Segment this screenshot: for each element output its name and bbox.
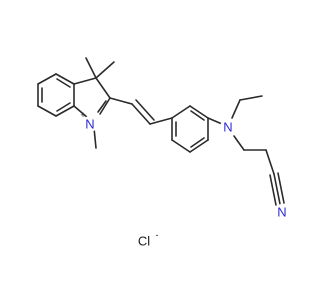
molecule-drawing: N + N N Cl -: [37, 57, 290, 249]
bond: [109, 97, 133, 105]
double-bond-inner: [56, 102, 71, 112]
bond: [55, 105, 75, 117]
amine-nitrogen-bg: [220, 119, 236, 135]
triple-bond: [269, 174, 277, 206]
methyl-bond: [95, 61, 115, 79]
nitrile-nitrogen-label: N: [277, 205, 286, 220]
cyanoethyl-bond: [265, 149, 275, 175]
ring-nitrogen-bg: [82, 116, 98, 132]
ring-nitrogen-label: N: [85, 117, 94, 132]
bond: [73, 105, 89, 119]
bond: [55, 73, 75, 85]
methyl-bond: [85, 57, 97, 79]
bond: [99, 97, 111, 115]
chloride-label: Cl: [138, 234, 150, 249]
structure-canvas: N + N N Cl -: [37, 57, 290, 249]
amine-nitrogen-label: N: [223, 120, 232, 135]
atom-labels: N + N N: [80, 110, 290, 220]
bond: [95, 77, 111, 99]
bond: [189, 105, 209, 119]
bond: [189, 139, 209, 153]
gem-dimethyl: [85, 57, 115, 79]
vinyl-linker: [109, 97, 173, 125]
ring-nitrogen-charge: +: [80, 110, 85, 120]
bond: [149, 117, 173, 125]
pyrrole-ring: [73, 77, 111, 119]
n-methyl-bond: [93, 127, 97, 149]
chloride-ion: Cl -: [138, 230, 159, 249]
amine-substituents: [207, 95, 285, 206]
double-bond-inner: [190, 110, 205, 121]
phenylene-ring: [171, 105, 209, 153]
ethyl-bond: [239, 95, 263, 101]
double-bond-inner: [56, 78, 71, 88]
ethyl-bond: [231, 99, 241, 119]
benzo-ring: [37, 73, 75, 117]
bond: [171, 105, 191, 119]
double-bond-inner: [190, 137, 205, 148]
double-bond-inner: [135, 99, 155, 121]
bond: [73, 77, 97, 85]
nitrile-nitrogen-bg: [274, 204, 290, 220]
triple-bond: [273, 173, 281, 205]
bond: [37, 73, 57, 85]
cyanoethyl-bond: [233, 135, 245, 151]
bond: [171, 139, 191, 153]
bond: [131, 103, 151, 125]
bond: [37, 105, 57, 117]
chloride-charge: -: [156, 230, 159, 240]
double-bond-inner: [97, 100, 107, 113]
triple-bond: [277, 172, 285, 204]
bond: [207, 117, 223, 125]
